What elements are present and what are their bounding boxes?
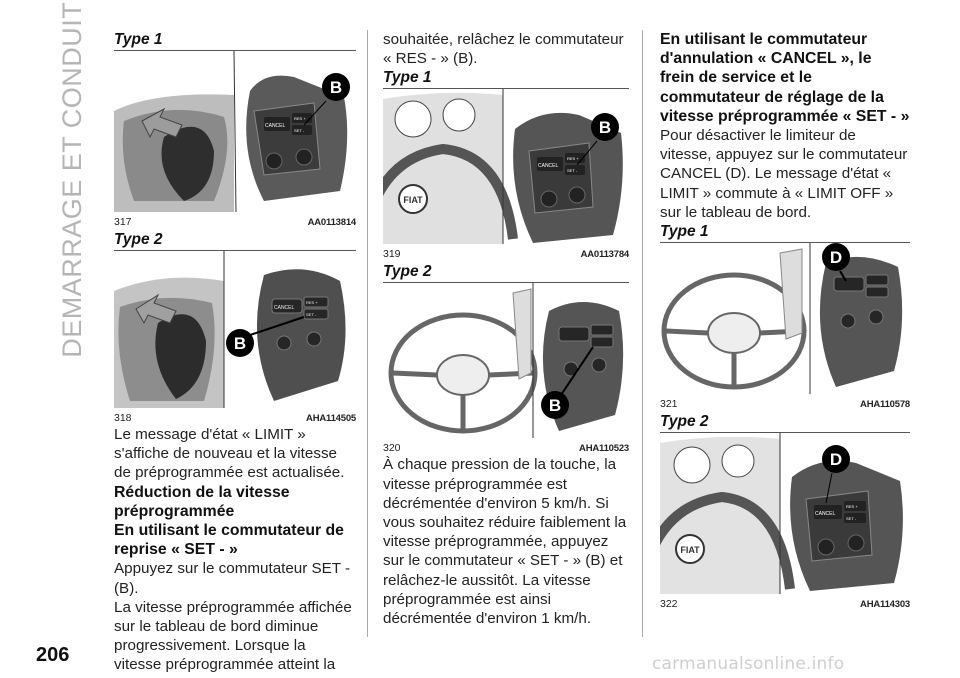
svg-text:SET -: SET - (567, 168, 578, 173)
column-3: En utilisant le commutateur d'annulation… (660, 30, 910, 610)
watermark: carmanualsonline.info (652, 654, 845, 674)
section-heading: En utilisant le commutateur de reprise «… (114, 522, 344, 559)
figure-type-label: Type 1 (383, 69, 432, 87)
fiat-logo: FIAT (403, 195, 423, 205)
figure-type-label: Type 2 (660, 413, 709, 431)
paragraph: Le message d'état « LIMIT » s'affiche de… (114, 426, 345, 482)
section-heading: En utilisant le commutateur d'annulation… (660, 31, 910, 125)
figure-321: D (660, 242, 910, 395)
res-label: RES + (294, 116, 306, 121)
paragraph: Appuyez sur le commutateur SET - (B). (114, 560, 351, 597)
figure-319: FIAT CANCEL RES + SET - B (383, 88, 629, 245)
callout-b: B (330, 78, 342, 97)
section-heading: Réduction de la vitesse préprogrammée (114, 483, 290, 520)
svg-text:RES +: RES + (306, 300, 318, 305)
figure-322: FIAT CANCEL RES + SET - D (660, 432, 910, 595)
paragraph: Pour désactiver le limiteur de vitesse, … (660, 127, 908, 221)
column-divider (642, 30, 643, 637)
callout-b: B (549, 396, 561, 415)
callout-d: D (830, 248, 842, 267)
svg-text:SET -: SET - (846, 516, 857, 521)
svg-text:RES +: RES + (567, 156, 579, 161)
paragraph: souhaitée, relâchez le commutateur « RES… (383, 31, 624, 68)
set-label: SET - (294, 128, 305, 133)
figure-type-label: Type 2 (383, 263, 432, 281)
svg-text:RES +: RES + (846, 504, 858, 509)
cancel-label: CANCEL (265, 123, 286, 129)
section-title: DEMARRAGE ET CONDUITE (56, 0, 87, 358)
svg-text:CANCEL: CANCEL (538, 163, 559, 169)
callout-d: D (830, 450, 842, 469)
figure-type-label: Type 1 (114, 31, 163, 48)
paragraph: La vitesse préprogrammée affichée sur le… (114, 598, 352, 678)
figure-317: CANCEL RES + SET - B (114, 50, 356, 212)
page-number: 206 (36, 644, 70, 666)
svg-text:CANCEL: CANCEL (815, 511, 836, 517)
callout-b: B (234, 334, 246, 353)
column-divider (367, 30, 368, 637)
figure-318: CANCEL RES + SET - B (114, 250, 356, 408)
svg-text:SET -: SET - (306, 312, 317, 317)
figure-320: B (383, 282, 629, 439)
svg-text:CANCEL: CANCEL (274, 305, 295, 311)
fiat-logo: FIAT (680, 545, 700, 555)
figure-type-label: Type 1 (660, 223, 709, 241)
callout-b: B (599, 118, 611, 137)
figure-type-label: Type 2 (114, 231, 163, 248)
column-2: souhaitée, relâchez le commutateur « RES… (383, 30, 629, 628)
paragraph: À chaque pression de la touche, la vites… (383, 456, 627, 628)
